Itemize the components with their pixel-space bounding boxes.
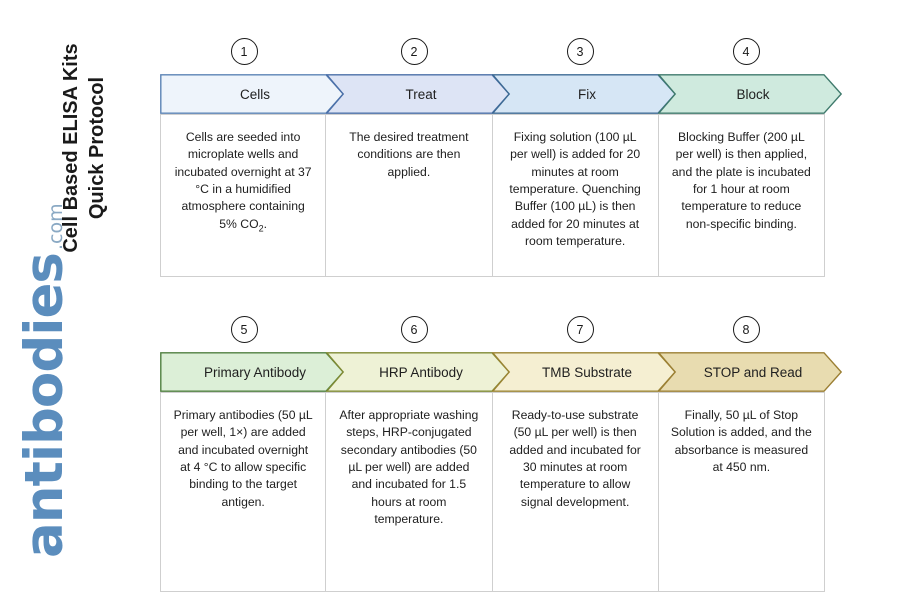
step-description-text-4: Blocking Buffer (200 µL per well) is the… <box>671 130 811 231</box>
step-number-badge-7: 7 <box>566 316 594 343</box>
protocol-step-4[interactable]: Block <box>658 74 842 114</box>
step-description-text-2: The desired treatment conditions are the… <box>349 130 469 179</box>
step-description-text-6: After appropriate washing steps, HRP-con… <box>339 408 479 526</box>
step-label-4: Block <box>736 86 770 102</box>
brand-logo: antibodies .com <box>14 203 128 558</box>
step-description-cell-1: Cells are seeded into microplate wells a… <box>160 114 327 277</box>
description-strip-1: Cells are seeded into microplate wells a… <box>160 114 825 277</box>
step-number-badge-5: 5 <box>230 316 258 343</box>
step-description-text-3: Fixing solution (100 µL per well) is add… <box>509 130 641 248</box>
protocol-step-5[interactable]: Primary Antibody <box>160 352 344 392</box>
step-label-1: Cells <box>239 86 270 102</box>
protocol-step-1[interactable]: Cells <box>160 74 344 114</box>
step-description-cell-3: Fixing solution (100 µL per well) is add… <box>492 114 659 277</box>
protocol-step-3[interactable]: Fix <box>492 74 676 114</box>
step-description-cell-7: Ready-to-use substrate (50 µL per well) … <box>492 392 659 592</box>
page-title-line-1: Cell Based ELISA Kits <box>60 43 82 253</box>
step-label-6: HRP Antibody <box>379 364 463 380</box>
page-title: Cell Based ELISA Kits Quick Protocol <box>58 18 128 278</box>
description-strip-2: Primary antibodies (50 µL per well, 1×) … <box>160 392 825 592</box>
step-label-2: Treat <box>405 86 437 102</box>
protocol-step-6[interactable]: HRP Antibody <box>326 352 510 392</box>
protocol-step-7[interactable]: TMB Substrate <box>492 352 676 392</box>
step-number-badge-6: 6 <box>400 316 428 343</box>
chevron-shape <box>658 74 842 114</box>
step-description-text-5: Primary antibodies (50 µL per well, 1×) … <box>173 408 313 509</box>
protocol-step-8[interactable]: STOP and Read <box>658 352 842 392</box>
protocol-step-2[interactable]: Treat <box>326 74 510 114</box>
step-number-badge-4: 4 <box>732 38 760 65</box>
step-label-3: Fix <box>578 86 596 102</box>
step-description-text-7: Ready-to-use substrate (50 µL per well) … <box>509 408 641 509</box>
step-description-cell-8: Finally, 50 µL of Stop Solution is added… <box>658 392 825 592</box>
step-label-7: TMB Substrate <box>541 364 633 380</box>
step-description-cell-2: The desired treatment conditions are the… <box>326 114 493 277</box>
brand-logo-tld: .com <box>45 203 67 251</box>
page-title-line-2: Quick Protocol <box>86 76 109 220</box>
chevron-shape <box>658 352 842 392</box>
step-label-8: STOP and Read <box>703 364 803 380</box>
step-description-cell-5: Primary antibodies (50 µL per well, 1×) … <box>160 392 327 592</box>
step-number-badge-1: 1 <box>230 38 258 65</box>
step-number-badge-3: 3 <box>566 38 594 65</box>
step-label-5: Primary Antibody <box>203 364 307 380</box>
step-description-text-8: Finally, 50 µL of Stop Solution is added… <box>670 408 812 474</box>
step-description-cell-4: Blocking Buffer (200 µL per well) is the… <box>658 114 825 277</box>
step-number-badge-8: 8 <box>732 316 760 343</box>
step-description-cell-6: After appropriate washing steps, HRP-con… <box>326 392 493 592</box>
step-description-text-1: Cells are seeded into microplate wells a… <box>174 130 312 234</box>
brand-logo-word: antibodies <box>14 253 75 558</box>
step-number-badge-2: 2 <box>400 38 428 65</box>
